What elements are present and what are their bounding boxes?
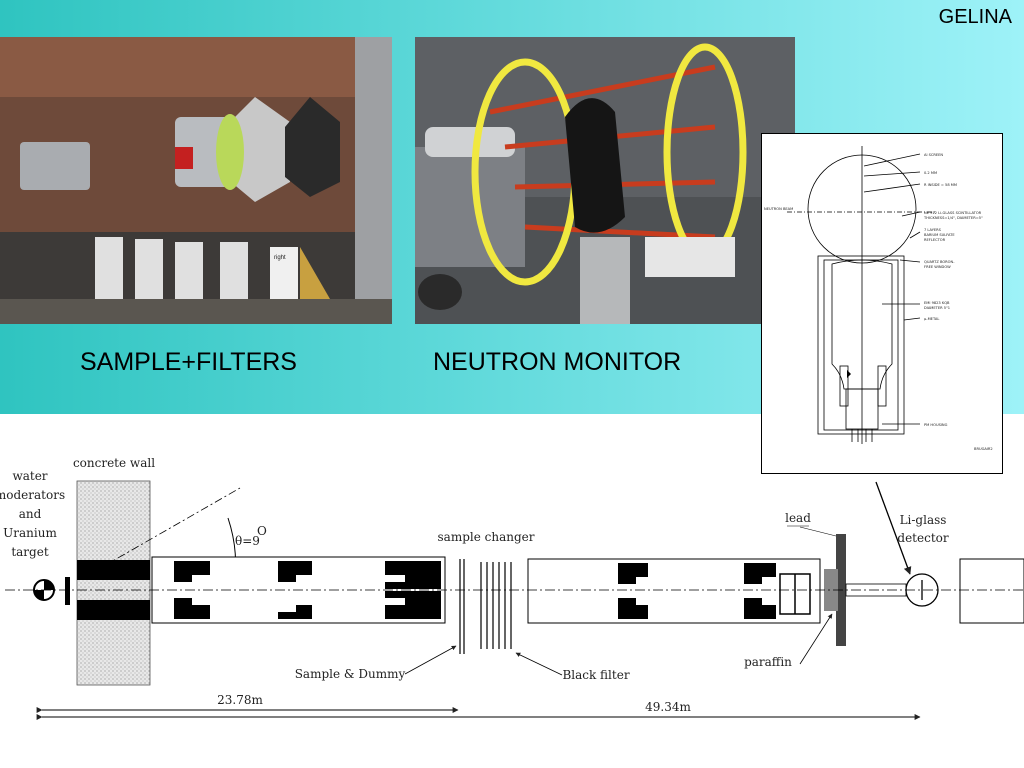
wall-collimator xyxy=(77,560,150,620)
paraffin-block xyxy=(824,569,838,611)
sample-changer xyxy=(459,559,512,654)
inset-label-quartz: QUARTZ BORON- xyxy=(924,260,955,264)
inset-label-beam: NEUTRON BEAM xyxy=(764,207,793,211)
sample-label-tag: right xyxy=(274,255,286,261)
tube-1-collimators xyxy=(174,561,441,619)
sample-filters-caption: SAMPLE+FILTERS xyxy=(80,348,297,376)
lead-label: lead xyxy=(785,511,811,525)
slide-title: GELINA xyxy=(938,6,1012,28)
inset-label-code: BRUGAIR2 xyxy=(974,447,993,451)
source-line-4: Uranium xyxy=(3,526,57,540)
detector-drawing: Al SCREEN 0.2 MM R INSIDE = 58 MM NEUTRO… xyxy=(761,133,1003,474)
source-line-2: moderators xyxy=(0,488,65,502)
sample-dummy-label: Sample & Dummy xyxy=(295,667,406,681)
inset-label-scint: NE 912 Li-GLASS SCINTILLATOR xyxy=(924,211,982,215)
concrete-wall-label: concrete wall xyxy=(73,456,155,470)
inset-label-quartz2: FREE WINDOW xyxy=(924,265,951,269)
inset-label-thickness: 0.2 MM xyxy=(924,171,937,175)
detector-label-1: Li-glass xyxy=(900,513,947,527)
distance-label-2: 49.34m xyxy=(645,700,691,714)
source-text: water moderators and Uranium target xyxy=(0,469,65,559)
paraffin-label: paraffin xyxy=(744,655,792,669)
sample-changer-label: sample changer xyxy=(438,530,535,544)
inset-label-emi: EMI 9823 KQB xyxy=(924,301,950,305)
flight-tube-2 xyxy=(527,558,821,624)
inset-label-radius: R INSIDE = 58 MM xyxy=(924,183,957,187)
inset-label-layers: 7 LAYERS xyxy=(924,228,942,232)
beamline-diagram: water moderators and Uranium target conc… xyxy=(0,456,1024,720)
neutron-monitor-photo xyxy=(415,37,795,324)
source-line-5: target xyxy=(11,545,48,559)
neutron-monitor-caption: NEUTRON MONITOR xyxy=(433,348,682,376)
tube-2-collimators xyxy=(618,563,776,619)
source-line-3: and xyxy=(19,507,42,521)
detector-label-2: detector xyxy=(897,531,948,545)
inset-label-scint-dims: THICKNESS=1/4", DIAMETER=5" xyxy=(923,216,983,220)
sample-filters-photo: right xyxy=(0,37,392,324)
source-line-1: water xyxy=(12,469,47,483)
black-filter-label: Black filter xyxy=(562,668,629,682)
angle-superscript: O xyxy=(257,524,267,538)
inset-label-metal: μ-METAL xyxy=(924,317,939,321)
inset-label-reflector2: REFLECTOR xyxy=(924,238,946,242)
angle-label: θ=9 xyxy=(235,534,260,548)
concrete-wall xyxy=(76,480,151,686)
inset-label-al: Al SCREEN xyxy=(924,153,943,157)
inset-label-housing: PM HOUSING xyxy=(924,423,948,427)
distance-label-1: 23.78m xyxy=(217,693,263,707)
inset-label-reflector: BARIUM SULFATE xyxy=(924,233,955,237)
inset-label-emi2: DIAMETER 5"1 xyxy=(924,306,950,310)
